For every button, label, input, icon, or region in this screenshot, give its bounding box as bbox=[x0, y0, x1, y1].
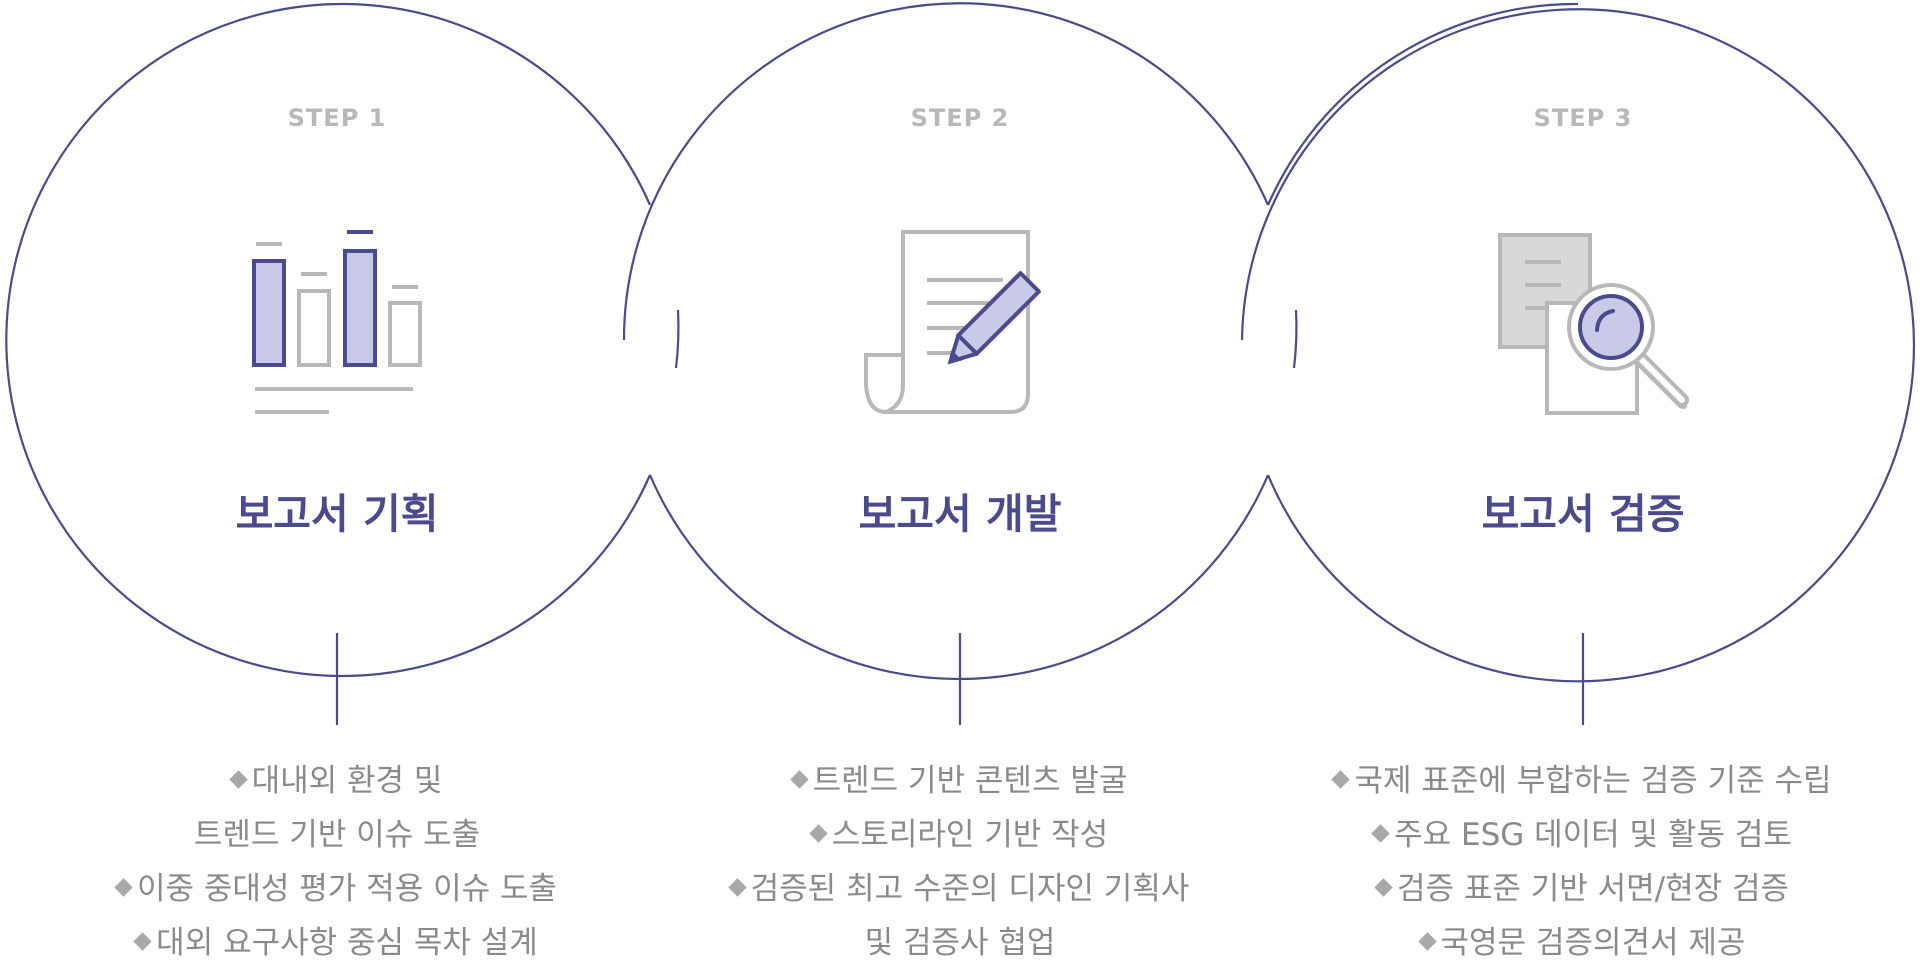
step-2-description: 트렌드 기반 콘텐츠 발굴 스토리라인 기반 작성 검증된 최고 수준의 디자인… bbox=[650, 754, 1270, 970]
diamond-bullet-icon bbox=[727, 878, 747, 897]
list-item-text: 스토리라인 기반 작성 bbox=[831, 817, 1109, 853]
list-item: 트렌드 기반 이슈 도출 bbox=[27, 808, 647, 862]
step-2-circle bbox=[622, 2, 1270, 341]
list-item-text: 트렌드 기반 이슈 도출 bbox=[193, 817, 481, 853]
list-item: 이중 중대성 평가 적용 이슈 도출 bbox=[27, 862, 647, 916]
list-item: 주요 ESG 데이터 및 활동 검토 bbox=[1273, 808, 1893, 862]
step-1-circle-inner-arc bbox=[674, 309, 680, 369]
step-1-description: 대내외 환경 및 트렌드 기반 이슈 도출 이중 중대성 평가 적용 이슈 도출… bbox=[27, 754, 647, 970]
list-item: 대내외 환경 및 bbox=[27, 754, 647, 808]
step-3-title: 보고서 검증 bbox=[1481, 490, 1685, 538]
list-item-text: 대내외 환경 및 bbox=[251, 763, 443, 799]
list-item: 대외 요구사항 중심 목차 설계 bbox=[27, 916, 647, 970]
list-item: 및 검증사 협업 bbox=[650, 916, 1270, 970]
step-3-label: STEP 3 bbox=[1533, 104, 1633, 132]
diamond-bullet-icon bbox=[789, 770, 809, 789]
diamond-bullet-icon bbox=[1331, 770, 1351, 789]
list-item-text: 검증된 최고 수준의 디자인 기획사 bbox=[750, 871, 1190, 907]
step-2-label: STEP 2 bbox=[910, 104, 1010, 132]
list-item: 검증 표준 기반 서면/현장 검증 bbox=[1273, 862, 1893, 916]
step-2-title: 보고서 개발 bbox=[858, 490, 1062, 538]
list-item: 트렌드 기반 콘텐츠 발굴 bbox=[650, 754, 1270, 808]
document-magnifier-icon bbox=[1498, 233, 1689, 415]
list-item: 국제 표준에 부합하는 검증 기준 수립 bbox=[1273, 754, 1893, 808]
step-3-circle bbox=[1240, 8, 1916, 683]
diamond-bullet-icon bbox=[133, 932, 152, 951]
list-item-text: 및 검증사 협업 bbox=[864, 925, 1056, 961]
list-item: 검증된 최고 수준의 디자인 기획사 bbox=[650, 862, 1270, 916]
step-3-circle-upper bbox=[1266, 2, 1579, 206]
list-item-text: 국영문 검증의견서 제공 bbox=[1440, 925, 1746, 961]
list-item-text: 검증 표준 기반 서면/현장 검증 bbox=[1396, 871, 1790, 907]
step-1-title: 보고서 기획 bbox=[235, 490, 439, 538]
list-item-text: 대외 요구사항 중심 목차 설계 bbox=[156, 925, 538, 961]
list-item-text: 주요 ESG 데이터 및 활동 검토 bbox=[1394, 817, 1792, 853]
diamond-bullet-icon bbox=[1371, 824, 1390, 843]
step-1-circle bbox=[5, 2, 652, 678]
list-item-text: 국제 표준에 부합하는 검증 기준 수립 bbox=[1354, 763, 1832, 799]
diamond-bullet-icon bbox=[114, 878, 133, 897]
list-item: 국영문 검증의견서 제공 bbox=[1273, 916, 1893, 970]
document-pencil-icon bbox=[864, 230, 1041, 414]
diamond-bullet-icon bbox=[228, 770, 248, 789]
step-3-description: 국제 표준에 부합하는 검증 기준 수립 주요 ESG 데이터 및 활동 검토 … bbox=[1273, 754, 1893, 970]
diamond-bullet-icon bbox=[1417, 932, 1437, 951]
step-1-label: STEP 1 bbox=[287, 104, 387, 132]
list-item-text: 이중 중대성 평가 적용 이슈 도출 bbox=[136, 871, 558, 907]
step-2-circle-inner-arc bbox=[1292, 309, 1298, 369]
connector-lines bbox=[335, 633, 1585, 725]
diamond-bullet-icon bbox=[1374, 878, 1393, 897]
circle-outlines bbox=[5, 2, 1916, 683]
bar-chart-icon bbox=[252, 230, 422, 414]
list-item-text: 트렌드 기반 콘텐츠 발굴 bbox=[812, 763, 1128, 799]
diamond-bullet-icon bbox=[809, 824, 828, 843]
list-item: 스토리라인 기반 작성 bbox=[650, 808, 1270, 862]
